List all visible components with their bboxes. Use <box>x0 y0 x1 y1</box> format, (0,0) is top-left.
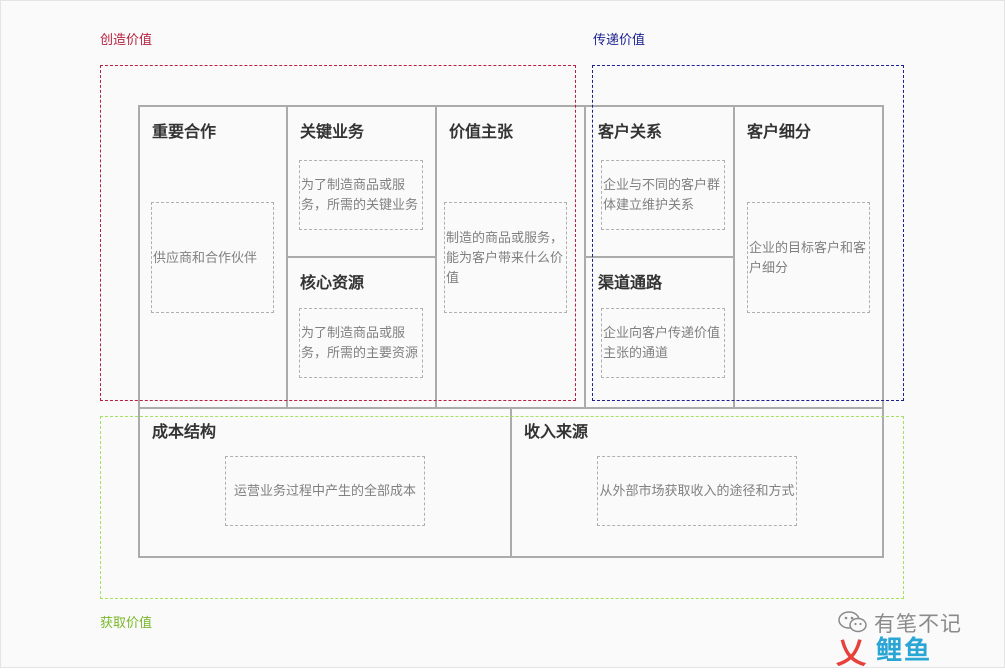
note-key-activities: 为了制造商品或服务，所需的关键业务 <box>299 160 423 230</box>
group-label-capture-value: 获取价值 <box>100 615 153 630</box>
watermark: 有笔不记 乂 鲤鱼 <box>836 606 986 670</box>
wechat-icon <box>838 611 867 633</box>
note-channels: 企业向客户传递价值主张的通道 <box>601 308 725 378</box>
note-value-propositions: 制造的商品或服务，能为客户带来什么价值 <box>444 202 567 313</box>
note-key-partners: 供应商和合作伙伴 <box>151 202 274 313</box>
cell-title-channels: 渠道通路 <box>598 275 663 292</box>
grid-border-right <box>882 105 884 558</box>
cell-channels: 渠道通路 企业向客户传递价值主张的通道 <box>585 257 734 408</box>
cell-revenue-streams: 收入来源 从外部市场获取收入的途径和方式 <box>511 408 883 557</box>
grid-border-top <box>138 105 884 107</box>
group-label-create-value: 创造价值 <box>100 32 153 47</box>
watermark-text: 有笔不记 <box>874 613 962 636</box>
grid-border-left <box>138 105 140 558</box>
cell-value-propositions: 价值主张 制造的商品或服务，能为客户带来什么价值 <box>436 106 585 408</box>
note-key-resources: 为了制造商品或服务，所需的主要资源 <box>299 308 423 378</box>
cell-cost-structure: 成本结构 运营业务过程中产生的全部成本 <box>139 408 511 557</box>
cell-key-resources: 核心资源 为了制造商品或服务，所需的主要资源 <box>287 257 436 408</box>
grid-line-relationships-split <box>584 256 735 258</box>
cell-customer-relationships: 客户关系 企业与不同的客户群体建立维护关系 <box>585 106 734 257</box>
cell-title-customer-relationships: 客户关系 <box>598 124 663 141</box>
cell-key-activities: 关键业务 为了制造商品或服务，所需的关键业务 <box>287 106 436 257</box>
cell-title-customer-segments: 客户细分 <box>747 124 812 141</box>
cell-customer-segments: 客户细分 企业的目标客户和客户细分 <box>734 106 883 408</box>
note-customer-relationships: 企业与不同的客户群体建立维护关系 <box>601 160 725 230</box>
cell-title-key-resources: 核心资源 <box>300 275 365 292</box>
note-customer-segments: 企业的目标客户和客户细分 <box>747 202 870 313</box>
group-label-deliver-value: 传递价值 <box>593 32 646 47</box>
cell-key-partners: 重要合作 供应商和合作伙伴 <box>139 106 287 408</box>
watermark-logo-mark: 乂 <box>836 637 866 670</box>
cell-title-cost-structure: 成本结构 <box>152 424 217 441</box>
cell-title-key-partners: 重要合作 <box>152 124 217 141</box>
cell-title-key-activities: 关键业务 <box>300 124 365 141</box>
cell-title-revenue-streams: 收入来源 <box>524 424 589 441</box>
cell-title-value-propositions: 价值主张 <box>449 124 514 141</box>
watermark-logo-text: 鲤鱼 <box>876 635 933 665</box>
grid-line-bottom-split <box>510 407 512 558</box>
note-revenue-streams: 从外部市场获取收入的途径和方式 <box>597 456 797 526</box>
grid-line-activities-split <box>286 256 437 258</box>
note-cost-structure: 运营业务过程中产生的全部成本 <box>225 456 425 526</box>
